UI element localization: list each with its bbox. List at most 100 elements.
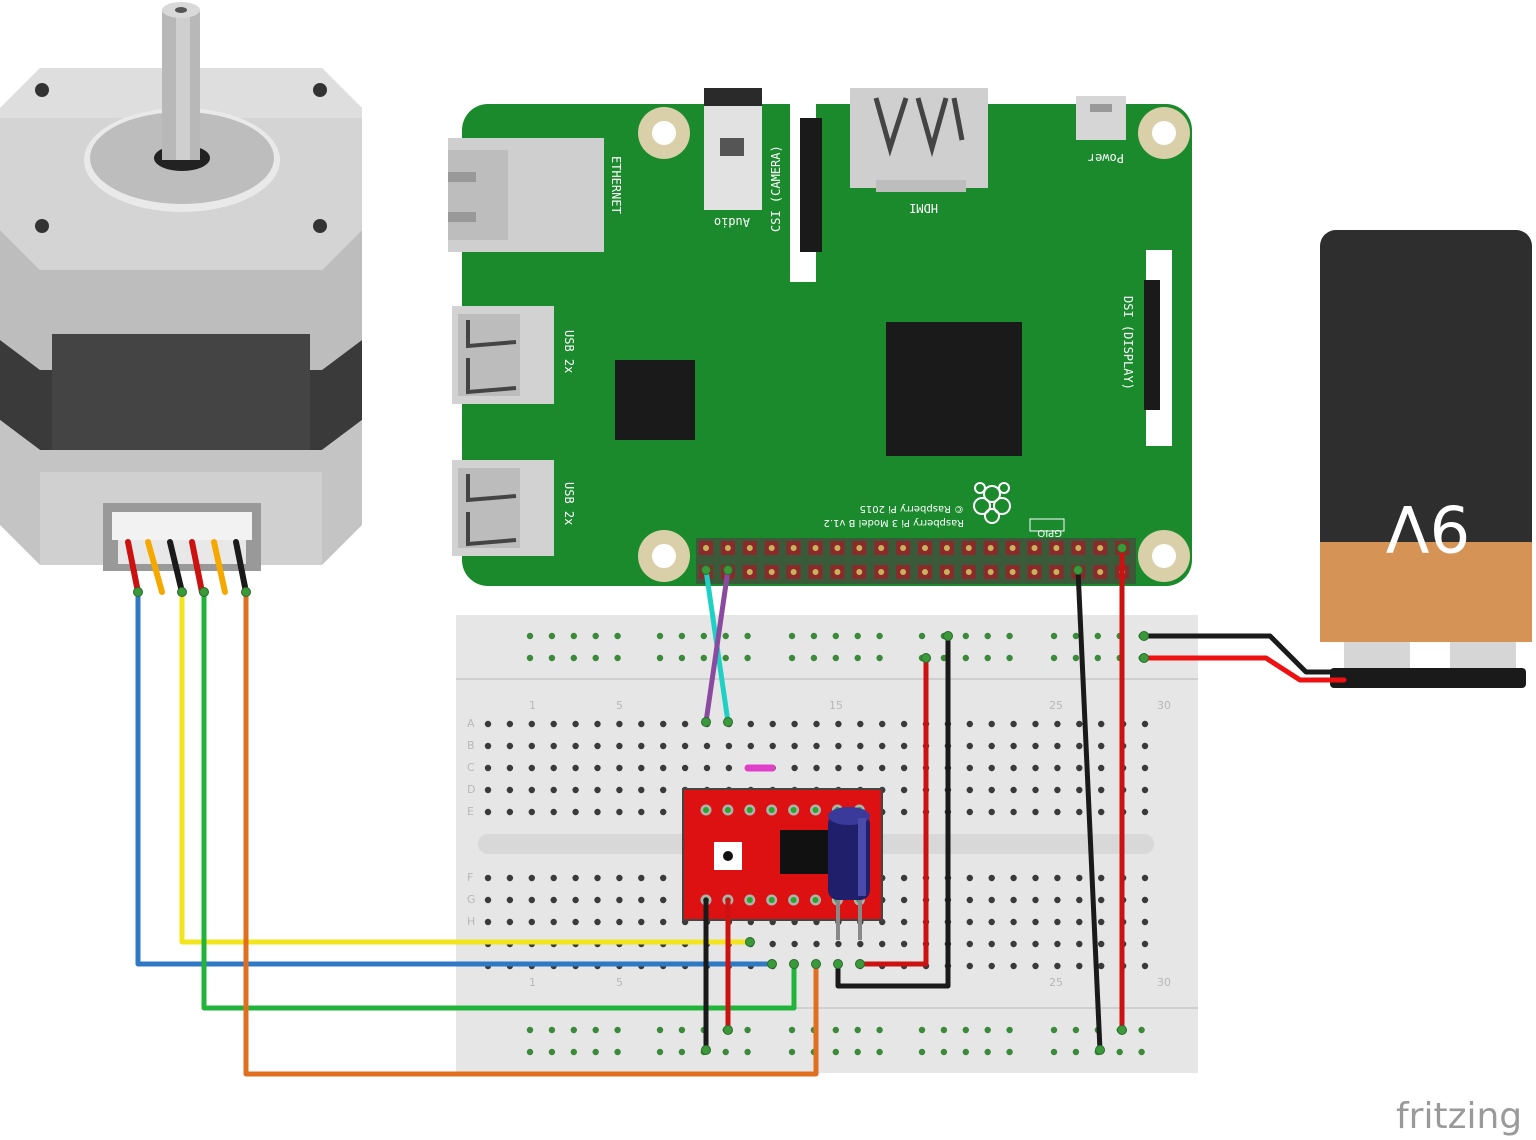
bb-hole	[1076, 874, 1083, 882]
bb-rail-hole	[700, 632, 707, 640]
bb-col-number: 5	[616, 699, 623, 712]
bb-col-number: 5	[616, 976, 623, 989]
bb-hole	[857, 742, 864, 750]
bb-rail-hole	[876, 632, 883, 640]
fritzing-watermark: fritzing	[1396, 1096, 1522, 1137]
bb-hole	[1032, 742, 1039, 750]
wire-end-dot	[133, 587, 143, 597]
bb-hole	[1054, 874, 1061, 882]
bb-rail-hole	[678, 1026, 686, 1034]
bb-hole	[660, 742, 667, 750]
bb-hole	[506, 918, 514, 926]
bb-hole	[988, 786, 995, 794]
bb-hole	[966, 808, 973, 816]
bb-hole	[594, 808, 601, 816]
bb-row-letter: C	[467, 761, 475, 774]
bb-rail-hole	[810, 654, 818, 662]
bb-rail-hole	[854, 632, 861, 640]
bb-hole	[528, 808, 535, 816]
bb-hole	[747, 742, 754, 750]
bb-hole	[988, 896, 995, 904]
wire-end-dot	[833, 959, 843, 969]
bb-hole	[484, 786, 492, 794]
bb-hole	[528, 918, 535, 926]
bb-hole	[879, 764, 886, 772]
bb-rail-hole	[1050, 654, 1058, 662]
wire-end-dot	[1139, 653, 1149, 663]
bb-hole	[1076, 742, 1083, 750]
bb-rail-hole	[614, 1048, 621, 1056]
bb-hole	[900, 874, 908, 882]
bb-hole	[1098, 764, 1105, 772]
bb-hole	[616, 742, 623, 750]
bb-hole	[769, 742, 776, 750]
bb-hole	[1098, 874, 1105, 882]
wire-black-gpio	[1075, 567, 1103, 1053]
bb-hole	[900, 940, 908, 948]
bb-hole	[506, 808, 514, 816]
bb-row-letter: G	[467, 893, 476, 906]
wire-end-dot	[811, 959, 821, 969]
bb-col-number: 1	[529, 976, 536, 989]
bb-hole	[1141, 918, 1149, 926]
bb-row-letter: D	[467, 783, 475, 796]
driver-chip	[780, 830, 828, 874]
bb-hole	[988, 962, 995, 970]
bb-rail-hole	[962, 632, 969, 640]
bb-hole	[1054, 962, 1061, 970]
bb-rail-hole	[962, 1026, 969, 1034]
bb-rail-hole	[592, 654, 599, 662]
bb-hole	[835, 940, 842, 948]
bb-rail-hole	[592, 1048, 599, 1056]
bb-hole	[791, 764, 798, 772]
bb-rail-hole	[548, 1026, 556, 1034]
battery-band	[1320, 542, 1532, 642]
bb-hole	[506, 786, 514, 794]
bb-hole	[1076, 940, 1083, 948]
csi-connector	[790, 104, 822, 282]
motor-mount-hole	[35, 219, 49, 233]
bb-col-number: 30	[1157, 699, 1171, 712]
motor-mount-hole	[35, 83, 49, 97]
bb-hole	[879, 742, 886, 750]
bb-hole	[616, 896, 623, 904]
bb-hole	[1076, 808, 1083, 816]
bb-rail-hole	[962, 654, 969, 662]
bb-row-letter: F	[467, 871, 473, 884]
stepper-motor	[0, 2, 362, 571]
bb-rail-hole	[614, 654, 621, 662]
rpi-soc-chip	[886, 322, 1022, 456]
bb-hole	[484, 742, 492, 750]
bb-hole	[791, 742, 798, 750]
wire-end-dot	[701, 1045, 711, 1055]
usb-label-2: USB 2x	[562, 482, 576, 525]
bb-hole	[506, 874, 514, 882]
wire-end-dot	[1073, 565, 1083, 575]
bb-hole	[550, 742, 557, 750]
bb-rail-hole	[984, 632, 991, 640]
bb-hole	[813, 742, 820, 750]
bb-rail-hole	[744, 654, 751, 662]
gpio-header	[696, 538, 1136, 584]
bb-hole	[988, 764, 995, 772]
bb-rail-hole	[788, 632, 796, 640]
bb-hole	[1010, 786, 1017, 794]
bb-hole	[484, 874, 492, 882]
bb-hole	[572, 808, 579, 816]
bb-hole	[966, 720, 973, 728]
bb-hole	[1032, 720, 1039, 728]
bb-hole	[594, 896, 601, 904]
bb-rail-hole	[1006, 1048, 1013, 1056]
bb-rail-hole	[614, 1026, 621, 1034]
bb-hole	[988, 918, 995, 926]
bb-rail-hole	[1094, 654, 1102, 662]
motor-leads	[125, 539, 249, 595]
bb-rail-hole	[548, 1048, 556, 1056]
bb-row-letter: H	[467, 915, 475, 928]
bb-hole	[1098, 786, 1105, 794]
bb-hole	[966, 742, 973, 750]
bb-hole	[506, 720, 514, 728]
battery-label: 9V	[1386, 490, 1471, 564]
wire-black-motor-supply	[835, 633, 951, 989]
bb-hole	[550, 764, 557, 772]
